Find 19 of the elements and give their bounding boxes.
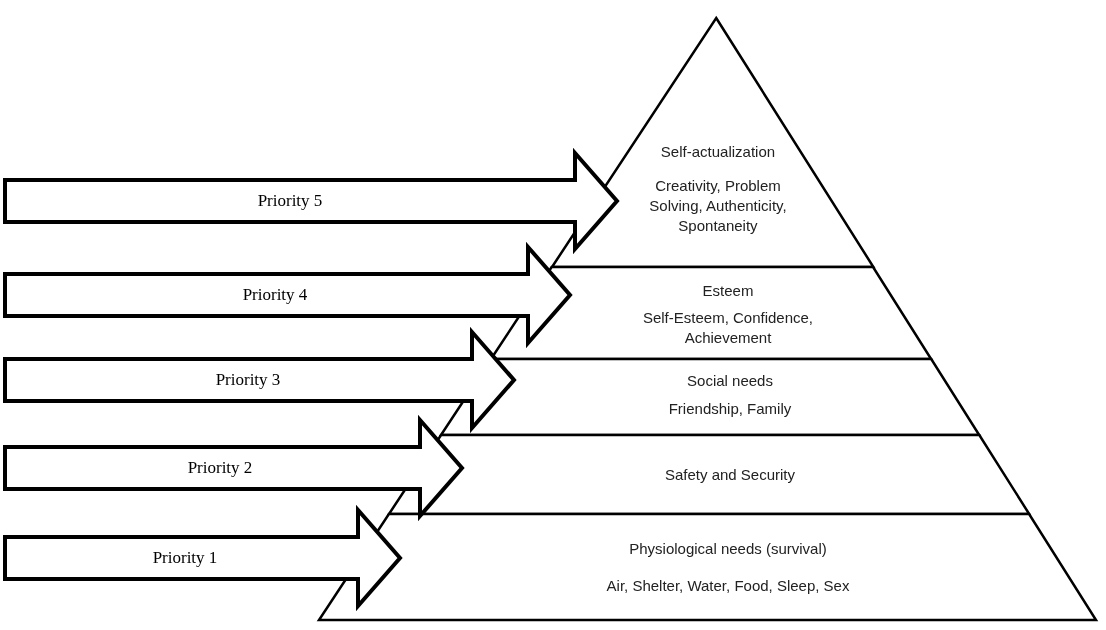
tier-description: Self-Esteem, Confidence, Achievement <box>641 308 815 348</box>
tier-description: Air, Shelter, Water, Food, Sleep, Sex <box>605 576 851 596</box>
block-arrow <box>3 326 517 434</box>
edge-label: Priority 2 <box>187 458 253 478</box>
edge-label: Priority 4 <box>242 285 308 305</box>
block-arrow <box>3 504 403 612</box>
edge-label: Priority 3 <box>215 370 281 390</box>
tier-heading: Self-actualization <box>659 142 777 162</box>
tier-heading: Safety and Security <box>663 465 796 485</box>
tier-description: Creativity, Problem Solving, Authenticity, Spontaneity <box>648 176 788 236</box>
block-arrow <box>3 414 465 522</box>
edge-label: Priority 5 <box>257 191 323 211</box>
tier-heading: Physiological needs (survival) <box>628 539 828 559</box>
block-arrow <box>3 241 573 349</box>
tier-heading: Esteem <box>701 281 755 301</box>
edge-label: Priority 1 <box>152 548 218 568</box>
tier-description: Friendship, Family <box>667 399 793 419</box>
block-arrow <box>3 147 620 255</box>
tier-heading: Social needs <box>686 371 774 391</box>
